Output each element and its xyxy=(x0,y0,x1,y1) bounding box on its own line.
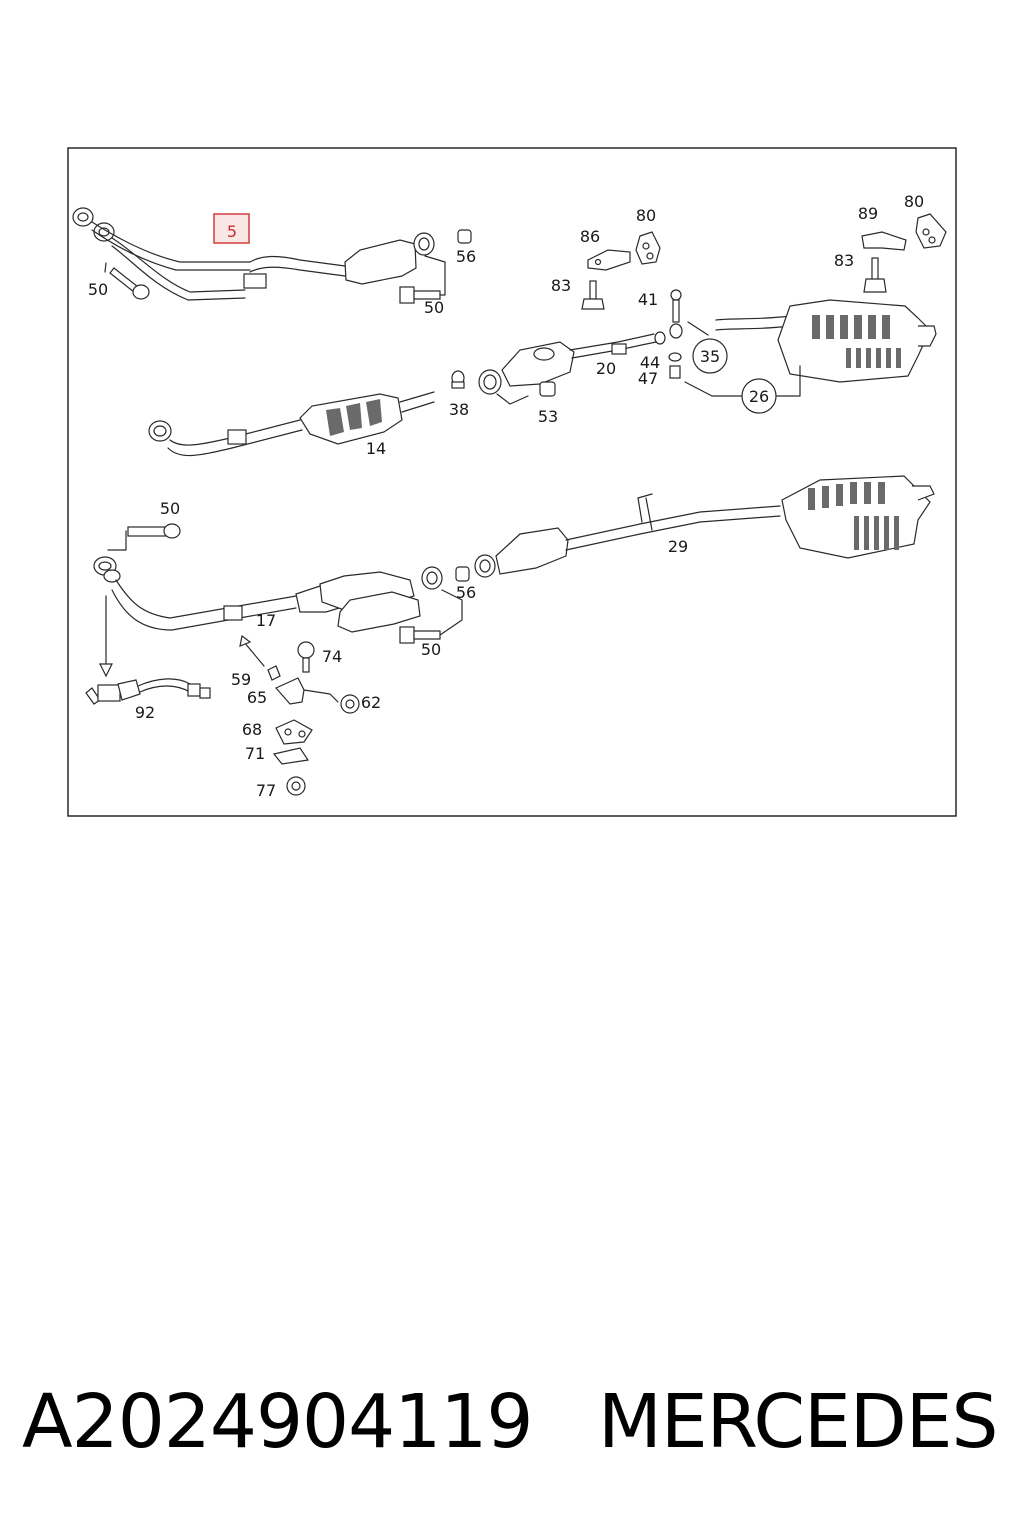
front-pipe-17[interactable] xyxy=(93,556,443,633)
callout-label: 53 xyxy=(538,407,558,426)
callout-label: 29 xyxy=(668,537,688,556)
bolt-50-top-left[interactable] xyxy=(104,262,150,300)
bolt-41[interactable] xyxy=(668,289,683,379)
callout-label: 80 xyxy=(904,192,924,211)
bolt-50-top[interactable] xyxy=(399,255,446,304)
center-pipe-29[interactable] xyxy=(474,493,781,578)
callout-label: 86 xyxy=(580,227,600,246)
catalytic-converter-14[interactable] xyxy=(148,391,435,457)
callout-circle-35[interactable] xyxy=(692,338,728,374)
callout-label: 17 xyxy=(256,611,276,630)
intermediate-pipe-20[interactable] xyxy=(478,331,666,395)
diagram-frame xyxy=(67,147,957,817)
bolt-74[interactable] xyxy=(297,641,315,673)
part-caption: A2024904119 MERCEDES xyxy=(0,1372,1024,1472)
arrow-59-head xyxy=(239,634,252,647)
clamp-38[interactable] xyxy=(451,370,465,389)
callout-label: 20 xyxy=(596,359,616,378)
brand-name: MERCEDES xyxy=(598,1379,998,1465)
leader-35 xyxy=(687,321,709,336)
bolt-50-bottom-left[interactable] xyxy=(107,523,181,551)
bracket-65[interactable] xyxy=(275,677,339,705)
callout-label: 62 xyxy=(361,693,381,712)
callout-label: 50 xyxy=(160,499,180,518)
callout-label: 50 xyxy=(88,280,108,299)
leader-26 xyxy=(684,365,801,397)
callout-label: 41 xyxy=(638,290,658,309)
callout-label: 38 xyxy=(449,400,469,419)
callout-label: 50 xyxy=(424,298,444,317)
callout-circle-26[interactable] xyxy=(741,378,777,414)
callout-label: 83 xyxy=(551,276,571,295)
callout-label: 65 xyxy=(247,688,267,707)
nut-77[interactable] xyxy=(286,776,306,796)
callout-label: 56 xyxy=(456,583,476,602)
sensor-arrow-head xyxy=(99,663,113,678)
clamp-plate-68[interactable] xyxy=(275,719,313,745)
callout-label: 83 xyxy=(834,251,854,270)
callout-5-label: 5 xyxy=(227,222,237,241)
nut-62[interactable] xyxy=(340,694,360,714)
part-number: A2024904119 xyxy=(22,1379,533,1465)
callout-label: 68 xyxy=(242,720,262,739)
callout-label: 35 xyxy=(700,347,720,366)
front-pipe-part-5[interactable] xyxy=(72,207,435,301)
bracket-86[interactable] xyxy=(587,249,631,271)
callout-label: 92 xyxy=(135,703,155,722)
callout-label: 59 xyxy=(231,670,251,689)
bracket-89[interactable] xyxy=(861,231,907,251)
bolt-50-bottom[interactable] xyxy=(399,589,463,644)
nut-56-top[interactable] xyxy=(457,229,472,244)
highlight-box-5[interactable] xyxy=(213,213,250,244)
callout-label: 47 xyxy=(638,369,658,388)
arrow-59 xyxy=(243,641,265,667)
callout-label: 26 xyxy=(749,387,769,406)
callout-label: 74 xyxy=(322,647,342,666)
rear-muffler-bottom[interactable] xyxy=(781,475,935,559)
clip-59[interactable] xyxy=(267,665,281,681)
clip-71[interactable] xyxy=(272,747,310,765)
callout-label: 89 xyxy=(858,204,878,223)
rubber-mount-80-right[interactable] xyxy=(915,213,947,249)
rubber-mount-80-left[interactable] xyxy=(635,231,661,265)
nut-56-bottom[interactable] xyxy=(455,566,470,582)
callout-label: 56 xyxy=(456,247,476,266)
bolt-83-right[interactable] xyxy=(863,257,887,293)
callout-label: 71 xyxy=(245,744,265,763)
nut-53[interactable] xyxy=(496,381,556,405)
oxygen-sensor-92[interactable] xyxy=(85,678,211,705)
callout-label: 14 xyxy=(366,439,386,458)
callout-label: 80 xyxy=(636,206,656,225)
rear-muffler-top[interactable] xyxy=(715,299,937,383)
callout-label: 50 xyxy=(421,640,441,659)
callout-label: 44 xyxy=(640,353,660,372)
bolt-83-left[interactable] xyxy=(581,280,605,310)
callout-label: 77 xyxy=(256,781,276,800)
